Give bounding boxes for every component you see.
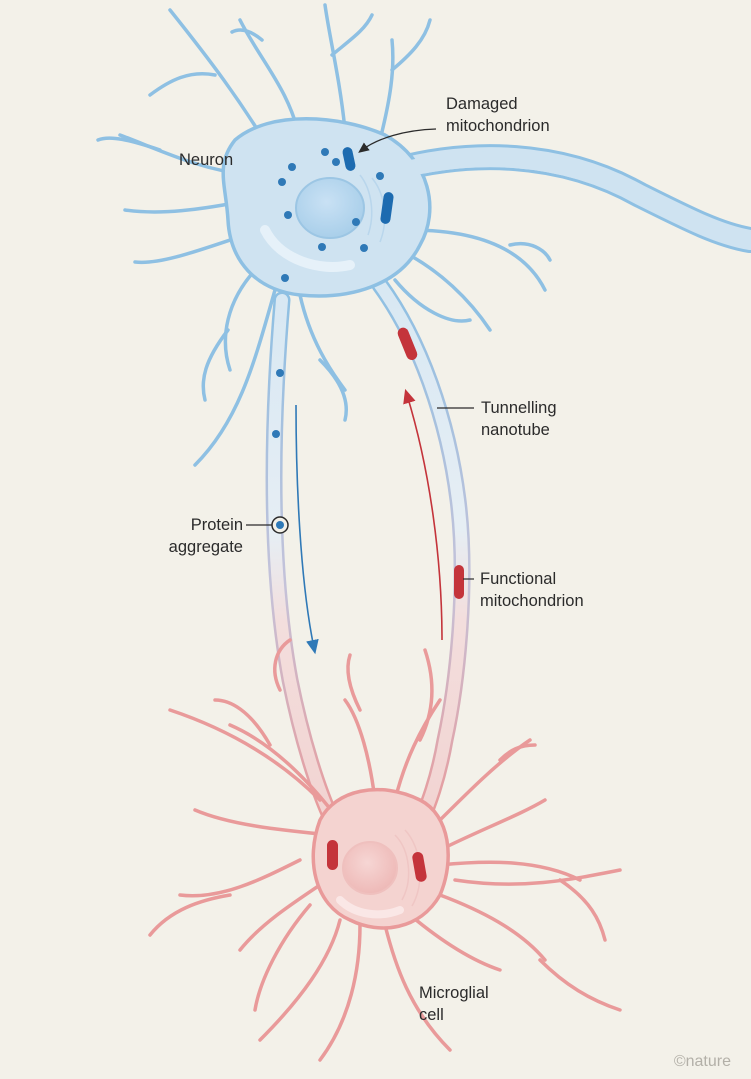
- leader-lines: [246, 128, 474, 580]
- damaged-mitochondria: [342, 147, 394, 224]
- damaged-mitochondrion-label: Damaged mitochondrion: [446, 93, 550, 137]
- protein-label-line2: aggregate: [168, 538, 243, 556]
- neuron-label: Neuron: [179, 149, 233, 171]
- protein-transport-arrow: [295, 404, 319, 655]
- microglial-label-line2: cell: [419, 1006, 444, 1024]
- neuron-label-text: Neuron: [179, 151, 234, 169]
- neuron-cell: [96, 3, 751, 467]
- damaged-label-line2: mitochondrion: [446, 117, 550, 135]
- damaged-leader-arrow: [358, 128, 437, 153]
- functional-mitochondrion-label: Functional mitochondrion: [480, 568, 584, 612]
- mitochondria-transport-arrow: [403, 388, 443, 641]
- microglial-cell: [148, 638, 622, 1062]
- damaged-label-line1: Damaged: [446, 95, 518, 113]
- functional-mitochondria: [327, 327, 464, 882]
- functional-label-line1: Functional: [480, 570, 557, 588]
- nature-credit: ©nature: [673, 1053, 731, 1070]
- microglial-label-line1: Microglial: [419, 984, 489, 1002]
- functional-label-line2: mitochondrion: [480, 592, 584, 610]
- protein-aggregate-highlight: [271, 516, 289, 534]
- microglial-cell-label: Microglial cell: [419, 982, 489, 1026]
- protein-aggregates: [272, 148, 384, 438]
- tunnelling-label-line2: nanotube: [481, 421, 550, 439]
- protein-label-line1: Protein: [190, 516, 243, 534]
- protein-aggregate-label: Protein aggregate: [169, 514, 243, 558]
- tunnelling-label-line1: Tunnelling: [481, 399, 557, 417]
- tunnelling-nanotube-label: Tunnelling nanotube: [481, 397, 557, 441]
